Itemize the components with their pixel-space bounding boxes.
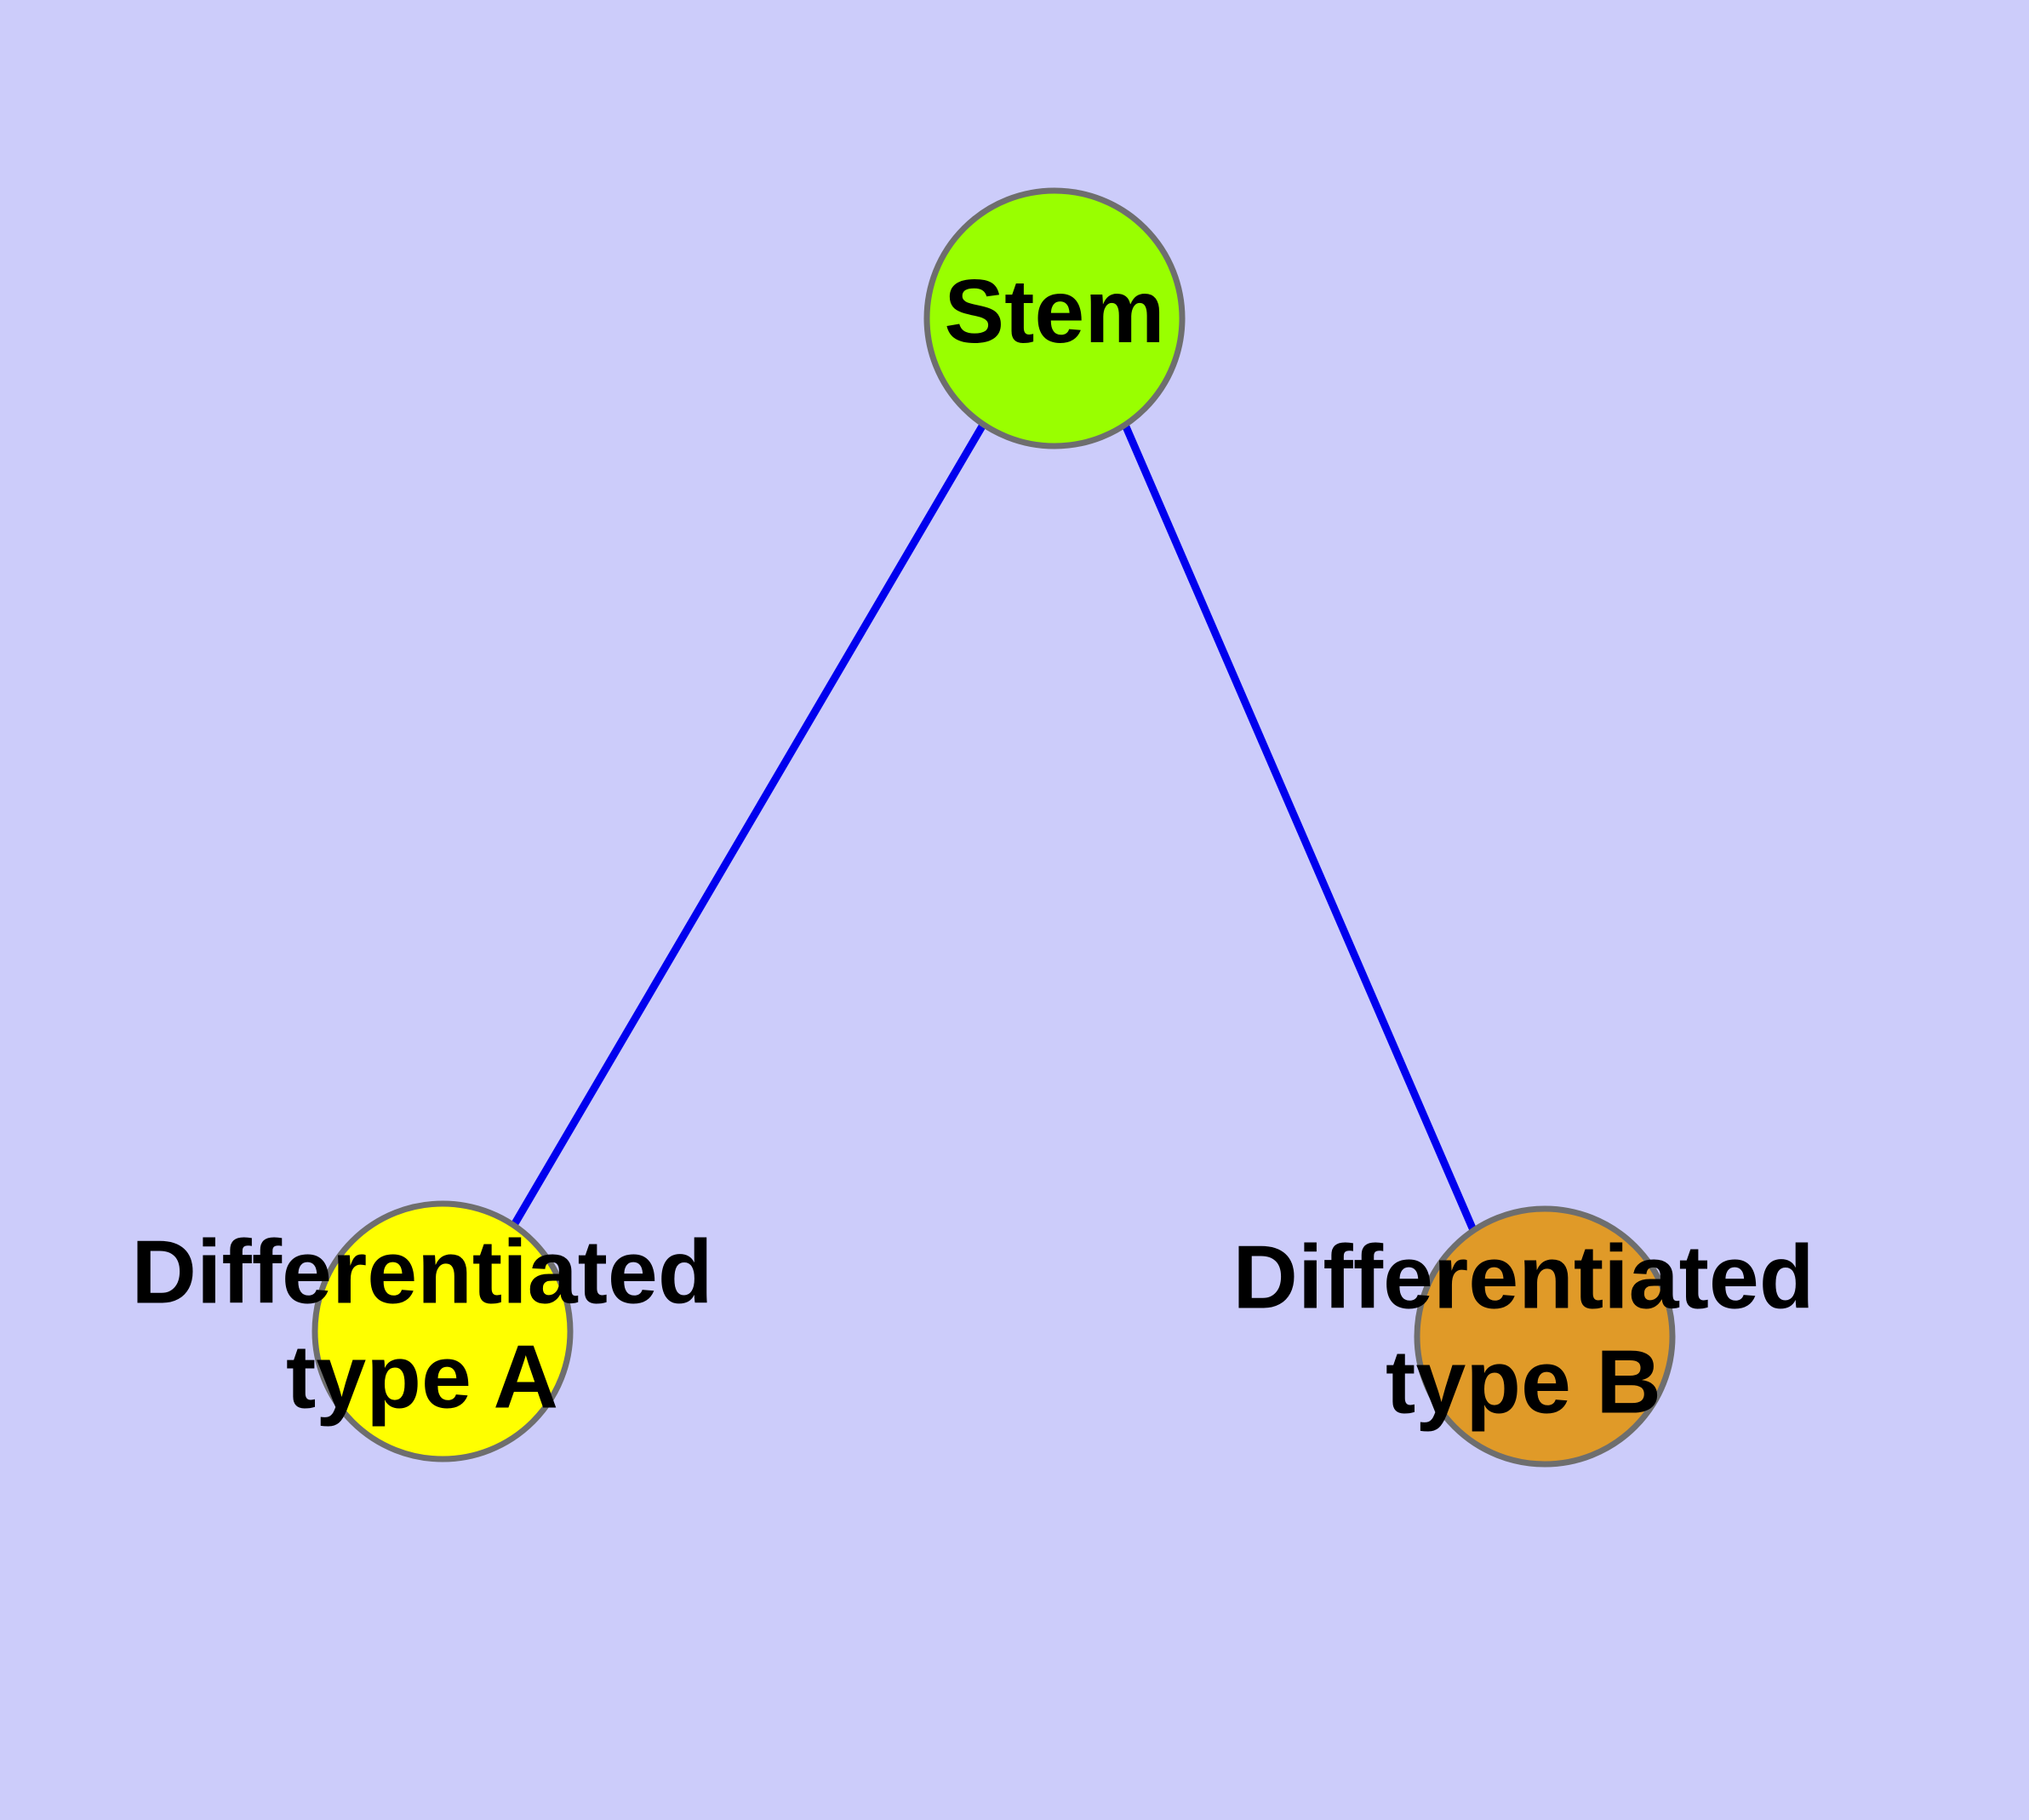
node-differentiated-type-a[interactable] bbox=[311, 1200, 574, 1462]
node-stem-circle[interactable] bbox=[923, 187, 1186, 449]
node-stem[interactable] bbox=[923, 187, 1186, 449]
node-differentiated-type-b[interactable] bbox=[1414, 1205, 1676, 1468]
edge-stem-to-differentiated-type-a[interactable] bbox=[511, 422, 986, 1228]
node-differentiated-type-a-circle[interactable] bbox=[311, 1200, 574, 1462]
edge-stem-to-differentiated-type-b[interactable] bbox=[1121, 423, 1477, 1232]
nodes-group bbox=[311, 187, 1676, 1468]
node-differentiated-type-b-circle[interactable] bbox=[1414, 1205, 1676, 1468]
edges-group bbox=[511, 422, 1477, 1232]
node-stem-label: Stem bbox=[944, 261, 1164, 362]
